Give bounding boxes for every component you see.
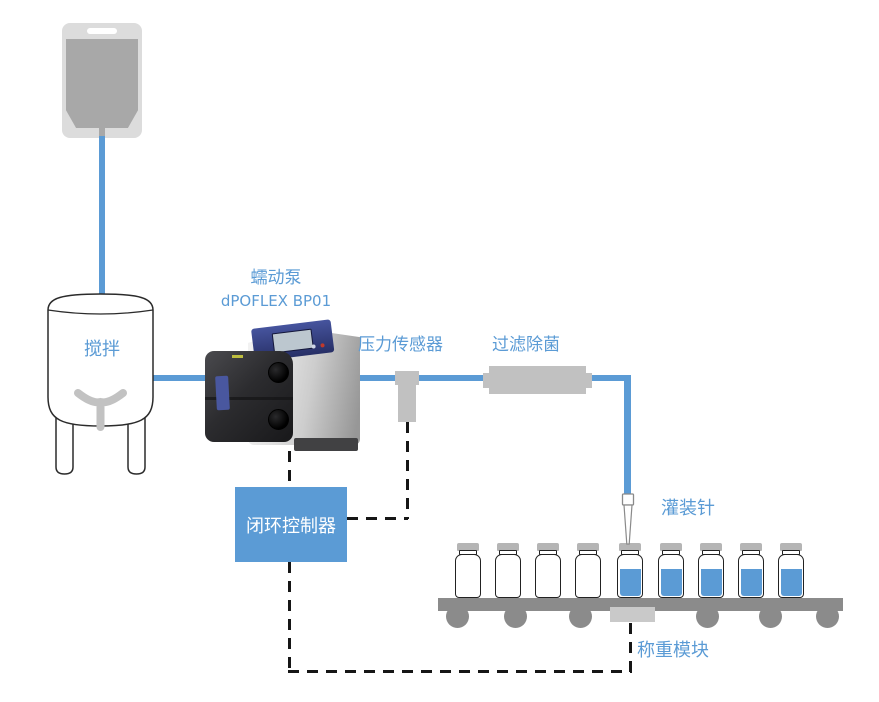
- filter-body: [489, 366, 586, 394]
- bottle-empty: [455, 543, 481, 598]
- bottle-liquid: [740, 568, 762, 596]
- pump-button-red: [320, 343, 325, 348]
- pump-button-white: [311, 344, 316, 349]
- bottle-body: [778, 554, 804, 598]
- bottle-filled: [658, 543, 684, 598]
- filter-stub-right: [585, 373, 592, 388]
- bottle-cap: [619, 543, 641, 551]
- bottle-cap: [740, 543, 762, 551]
- weighing-module-label: 称重模块: [637, 640, 709, 661]
- bottle-filled: [778, 543, 804, 598]
- bag-outlet-port: [99, 126, 105, 138]
- bottle-liquid: [660, 568, 682, 596]
- tank-impeller: [74, 389, 127, 431]
- needle-shaft: [623, 504, 633, 545]
- tube-bag-to-tank: [99, 136, 105, 294]
- bottle-cap: [577, 543, 599, 551]
- pressure-sensor-body: [398, 384, 416, 422]
- bottle-body: [535, 554, 561, 598]
- signal-bottom-run: [288, 670, 632, 673]
- pump-head-seam: [205, 397, 293, 400]
- signal-controller-down: [288, 562, 291, 673]
- needle-hub: [621, 493, 635, 506]
- signal-module-down: [629, 623, 632, 673]
- pump-head-label: [215, 375, 230, 411]
- bottle-filled: [698, 543, 724, 598]
- bottle-empty: [495, 543, 521, 598]
- bottle-cap: [700, 543, 722, 551]
- bottle-empty: [535, 543, 561, 598]
- tube-tank-to-pump: [151, 375, 225, 381]
- tank-leg-left: [55, 418, 74, 475]
- pump-base: [294, 438, 358, 451]
- tank-dome-line: [47, 309, 154, 315]
- conveyor-belt: [438, 598, 843, 611]
- bottle-filled: [738, 543, 764, 598]
- bottle-liquid: [780, 568, 802, 596]
- tank-leg-right: [127, 418, 146, 475]
- bottle-liquid: [619, 568, 641, 596]
- bottle-body: [455, 554, 481, 598]
- bottle-body: [698, 554, 724, 598]
- bottle-body: [658, 554, 684, 598]
- controller-label: 闭环控制器: [246, 515, 336, 537]
- bottle-cap: [660, 543, 682, 551]
- bag-hanger-slot: [87, 28, 117, 34]
- bottle-cap: [780, 543, 802, 551]
- pump-head-knob-bottom: [268, 409, 289, 430]
- tube-corner-to-needle: [624, 375, 631, 497]
- bottle-body: [495, 554, 521, 598]
- signal-sensor-to-controller: [347, 517, 408, 520]
- pressure-sensor-label: 压力传感器: [358, 335, 443, 355]
- bottle-body: [575, 554, 601, 598]
- filling-needle-label: 灌装针: [661, 498, 715, 519]
- bottle-empty: [575, 543, 601, 598]
- signal-pump-to-controller: [288, 413, 291, 487]
- bottle-cap: [497, 543, 519, 551]
- pump-name-label: 蠕动泵: [250, 268, 302, 288]
- bottle-body: [617, 554, 643, 598]
- bottle-cap: [537, 543, 559, 551]
- weighing-module: [610, 607, 655, 622]
- signal-sensor-down: [406, 422, 409, 519]
- pressure-sensor-mount: [395, 371, 419, 385]
- filter-label: 过滤除菌: [492, 335, 560, 355]
- mixing-tank: [47, 293, 154, 475]
- pump-head-mark: [232, 355, 243, 358]
- closed-loop-controller: 闭环控制器: [235, 487, 347, 562]
- bottle-cap: [457, 543, 479, 551]
- filling-needle: [621, 493, 635, 545]
- pump-head-knob-top: [268, 362, 289, 383]
- bottle-liquid: [700, 568, 722, 596]
- bottle-body: [738, 554, 764, 598]
- pump-model-label: dPOFLEX BP01: [220, 292, 332, 310]
- pump-display: [271, 328, 314, 353]
- tank-label: 搅拌: [84, 339, 120, 360]
- filter-stub-left: [483, 373, 490, 388]
- bag-liquid-area: [66, 39, 138, 128]
- bottle-filled: [617, 543, 643, 598]
- pump-head: [205, 351, 293, 442]
